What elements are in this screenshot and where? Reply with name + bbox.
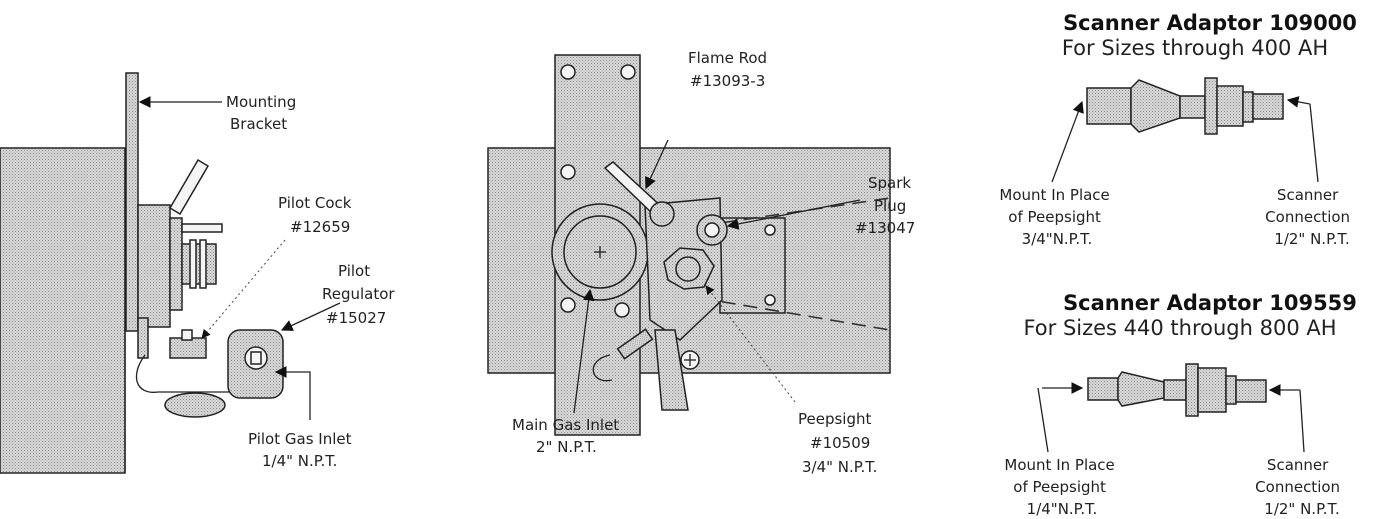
boiler-wall — [0, 147, 126, 474]
adaptor-109000: Scanner Adaptor 109000 For Sizes through… — [999, 11, 1357, 248]
pilot-cock-knob — [164, 392, 226, 418]
peepsight-tube — [654, 329, 689, 411]
adaptor-top-mount-label: Mount In Place of Peepsight 3/4"N.P.T. — [999, 186, 1114, 248]
pilot-gas-inlet-label: Pilot Gas Inlet 1/4" N.P.T. — [248, 430, 356, 470]
pilot-cock-label: Pilot Cock #12659 — [278, 194, 356, 236]
adaptor-top-scanner-label: Scanner Connection 1/2" N.P.T. — [1265, 186, 1355, 248]
adaptor-109559: Scanner Adaptor 109559 For Sizes 440 thr… — [1004, 291, 1357, 518]
adaptor-top-subtitle: For Sizes through 400 AH — [1062, 36, 1328, 60]
peepsight-label: Peepsight #10509 3/4" N.P.T. — [798, 410, 877, 476]
left-side-view: Mounting Bracket Pilot Cock #12659 Pilot… — [0, 72, 399, 474]
flame-rod-stub — [181, 223, 223, 233]
pilot-pipe — [135, 354, 230, 393]
mounting-bracket-label: Mounting Bracket — [226, 93, 301, 133]
pilot-cock-body — [169, 337, 207, 359]
mounting-bracket-plate — [125, 72, 139, 332]
adaptor-top-title: Scanner Adaptor 109000 — [1063, 11, 1357, 35]
adaptor-bottom-title: Scanner Adaptor 109559 — [1063, 291, 1357, 315]
main-gas-inlet-label: Main Gas Inlet 2" N.P.T. — [512, 416, 624, 456]
burner-body — [137, 204, 171, 328]
flange — [169, 217, 183, 311]
spark-plug-angled — [168, 158, 210, 216]
pilot-regulator-label: Pilot Regulator #15027 — [322, 262, 399, 327]
adaptor-bottom-scanner-label: Scanner Connection 1/2" N.P.T. — [1255, 456, 1345, 518]
center-front-view: Flame Rod #13093-3 Spark Plug #13047 Mai… — [487, 49, 916, 476]
adaptor-bottom-subtitle: For Sizes 440 through 800 AH — [1023, 316, 1336, 340]
pilot-tube — [137, 317, 149, 359]
adaptor-bottom-mount-label: Mount In Place of Peepsight 1/4"N.P.T. — [1004, 456, 1119, 518]
flame-rod-label: Flame Rod #13093-3 — [688, 49, 772, 90]
spark-plug-label: Spark Plug #13047 — [855, 174, 916, 237]
